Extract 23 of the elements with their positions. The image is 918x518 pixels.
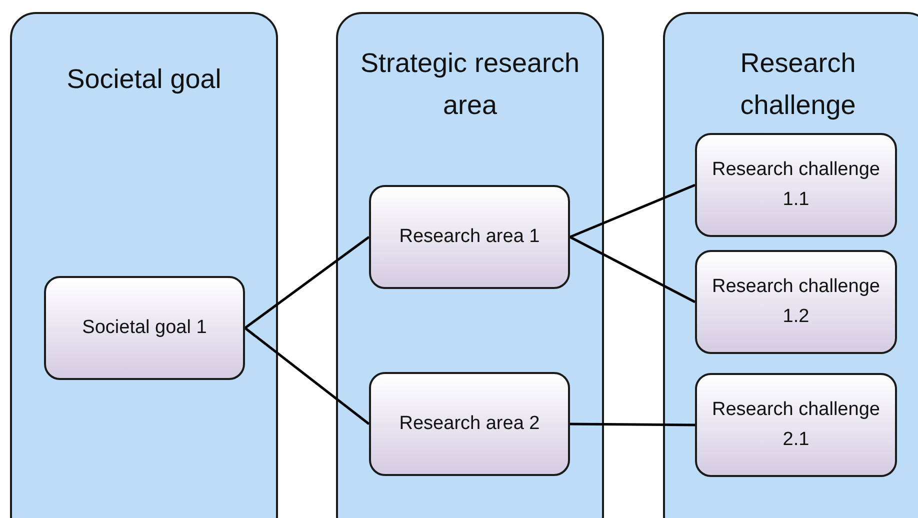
process-box (695, 373, 897, 477)
box-label: Research challenge 1.1 (711, 158, 881, 212)
process-box (695, 133, 897, 237)
process-box (695, 250, 897, 354)
box-label: Research challenge 2.1 (711, 398, 881, 452)
connector-line (244, 236, 370, 329)
box-label: Societal goal 1 (81, 316, 208, 340)
process-box (44, 276, 245, 380)
connector-line (244, 327, 370, 425)
column-panel (663, 12, 918, 518)
process-box (369, 185, 570, 289)
process-box (369, 372, 570, 476)
column-heading: Strategic research area (359, 47, 581, 122)
connector-line (569, 236, 696, 304)
box-label: Research challenge 1.2 (711, 275, 881, 329)
box-label: Research area 2 (398, 412, 541, 436)
column-heading: Societal goal (66, 63, 222, 96)
column-heading: Research challenge (739, 47, 857, 122)
connector-line (570, 184, 696, 238)
connector-line (570, 422, 695, 426)
column-panel (10, 12, 278, 518)
box-label: Research area 1 (398, 225, 541, 249)
column-panel (336, 12, 604, 518)
